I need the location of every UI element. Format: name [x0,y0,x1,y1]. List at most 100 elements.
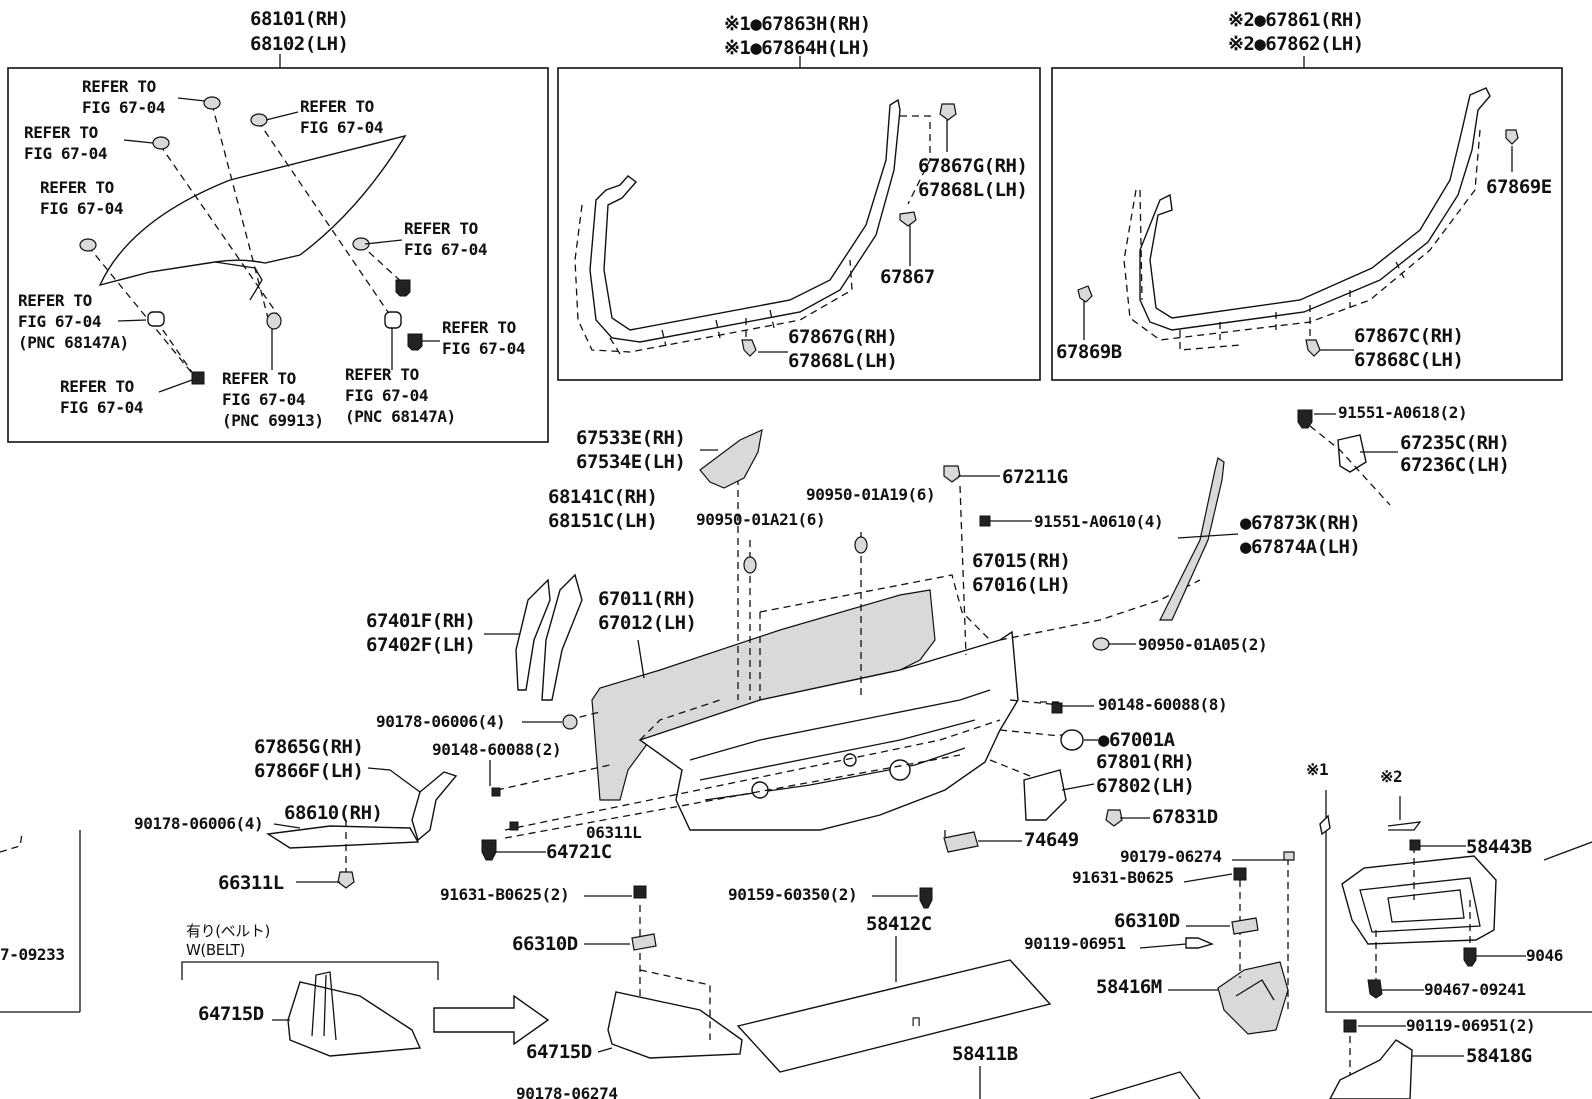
label-58443b: 58443B [1466,836,1532,858]
bolt-icon [1343,1019,1357,1033]
refer-label: REFER TO [40,178,114,197]
clip-icon [1077,285,1093,303]
clip-icon [741,339,757,357]
label-67402f: 67402F(LH) [366,634,475,656]
label-67533e: 67533E(RH) [576,427,685,449]
lower-right-group: 90179-06274 91631-B0625 66310D 90119-069… [1024,760,1592,1099]
scuff-plate-tray-part [607,991,743,1059]
label-67862: ※2●67862(LH) [1228,33,1364,55]
label-67868l-b: 67868L(LH) [788,350,897,372]
label-67867g-b: 67867G(RH) [788,326,897,348]
label-67802: 67802(LH) [1096,775,1194,797]
door-panel-group: 67533E(RH) 67534E(LH) 67211G 90950-01A19… [254,403,1510,853]
quarter-glass-part [98,134,407,287]
bracket-part [1329,1039,1413,1099]
label-67874a: ●67874A(LH) [1240,536,1360,558]
cut-label: 06311L [586,823,641,842]
note-2-label: ※2 [1380,767,1402,786]
clip-icon [79,238,97,252]
label-68102: 68102(LH) [250,33,348,55]
label-67867c: 67867C(RH) [1354,325,1463,347]
nut-icon [562,714,578,730]
spacer-icon [147,311,165,327]
label-90119-06951-2: 90119-06951(2) [1406,1016,1535,1035]
belt-en-label: W(BELT) [186,941,245,959]
bolt-icon [191,371,205,385]
label-67867: 67867 [880,266,935,288]
refer-fig-label: FIG 67-04 [345,386,428,405]
screw-icon [509,821,519,831]
label-90119-06951: 90119-06951 [1024,934,1126,953]
label-67864h: ※1●67864H(LH) [724,37,871,59]
label-58418g: 58418G [1466,1045,1532,1067]
cut-label: 90178-06274 [516,1084,618,1099]
refer-label: REFER TO [24,123,98,142]
refer-label: REFER TO [222,369,296,388]
bolt-icon [633,885,647,899]
clip-icon [1505,129,1519,145]
clip-icon [854,536,868,554]
clip-icon [939,103,957,121]
label-67015: 67015(RH) [972,550,1070,572]
clip-icon [899,211,917,227]
belt-jp-label: 有り(ベルト) [186,922,270,940]
label-90159-60350: 90159-60350(2) [728,885,857,904]
refer-fig-label: FIG 67-04 [40,199,123,218]
label-68151c: 68151C(LH) [548,510,657,532]
refer-label: REFER TO [442,318,516,337]
weatherstrip-2-group: ※2●67861(RH) ※2●67862(LH) 67869E 67869B … [1051,9,1563,381]
cap-icon [1060,729,1084,751]
label-67012: 67012(LH) [598,612,696,634]
refer-fig-label: FIG 67-04 [60,398,143,417]
refer-label: REFER TO [82,77,156,96]
label-90178-06006-b: 90178-06006(4) [134,814,263,833]
body-weatherstrip-part [1139,87,1491,331]
door-trim-board-part [591,589,936,801]
lower-left-group: 90178-06006(4) 68610(RH) 66311L 64721C 7… [0,767,743,1099]
label-68610: 68610(RH) [284,802,382,824]
clip-icon [1092,637,1110,651]
pnc-label: (PNC 68147A) [18,333,129,352]
label-90148-60088-8: 90148-60088(8) [1098,695,1227,714]
label-64715d-a: 64715D [198,1003,264,1025]
pad-part [943,831,979,853]
label-64715d-b: 64715D [526,1041,592,1063]
note-1-label: ※1 [1306,760,1328,779]
bolt-icon [407,333,423,351]
label-67534e: 67534E(LH) [576,451,685,473]
label-67016: 67016(LH) [972,574,1070,596]
bolt-icon [395,279,411,297]
weatherstrip-1-frame [557,67,1041,381]
bolt-icon [1185,937,1215,949]
label-90950-01a05: 90950-01A05(2) [1138,635,1267,654]
bracket-part [1217,961,1289,1035]
spacer-icon [384,311,402,329]
clip-icon [152,136,170,150]
service-hole-cover-part [1023,769,1067,821]
label-91631-b0625-2: 91631-B0625(2) [440,885,569,904]
screw-icon [491,787,501,797]
label-67001a: ●67001A [1098,729,1176,751]
bolt-icon [1233,867,1247,881]
clip-icon [743,556,757,574]
label-64721c: 64721C [546,841,612,863]
label-74649: 74649 [1024,829,1079,851]
quarter-glass-frame [7,67,549,443]
label-68101: 68101(RH) [250,8,348,30]
washer-icon [1283,851,1295,861]
refer-fig-label: FIG 67-04 [300,118,383,137]
scuff-plate-tray-part [287,981,422,1057]
label-91631-b0625: 91631-B0625 [1072,868,1174,887]
direction-arrow-icon [433,994,550,1046]
label-66310d-a: 66310D [512,933,578,955]
trim-end-part [1319,814,1331,836]
refer-label: REFER TO [18,291,92,310]
label-67011: 67011(RH) [598,588,696,610]
weatherstrip-2-frame [1051,67,1563,381]
floor-mat-group: ⊓ 90159-60350(2) 58412C 58411B [728,885,1201,1099]
door-inner-frame-part [638,630,1019,831]
label-67865g: 67865G(RH) [254,736,363,758]
label-58412c: 58412C [866,913,932,935]
console-tray-part [1341,855,1497,945]
